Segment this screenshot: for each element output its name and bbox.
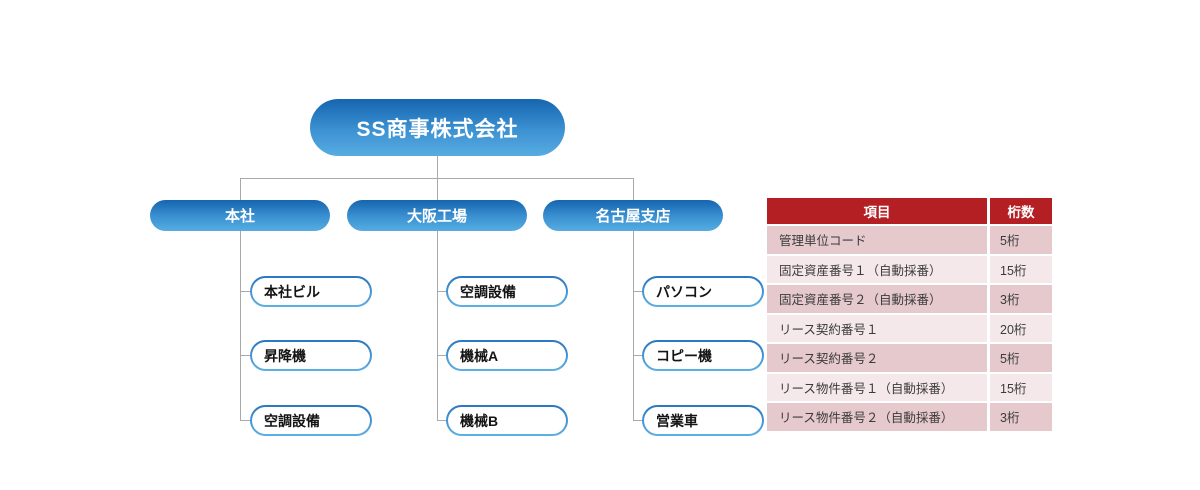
leaf-node: 機械B [446,405,568,436]
cell-item: 固定資産番号２（自動採番） [767,285,987,313]
header-cell-item: 項目 [767,198,987,224]
org-group-osaka: 大阪工場 [347,200,527,231]
stub-nagoya-3 [633,420,642,421]
leaf-node: 空調設備 [250,405,372,436]
spine-honsha [240,231,241,421]
table-row: リース物件番号２（自動採番） 3桁 [767,403,1052,431]
cell-digits: 20桁 [990,314,1052,342]
leaf-node: 本社ビル [250,276,372,307]
org-group-nagoya: 名古屋支店 [543,200,723,231]
org-group-honsha: 本社 [150,200,330,231]
org-root-node: SS商事株式会社 [310,99,565,156]
table-row: リース契約番号１ 20桁 [767,314,1052,342]
table-row: 固定資産番号１（自動採番） 15桁 [767,255,1052,283]
stub-honsha-3 [240,420,250,421]
table-row: 管理単位コード 5桁 [767,226,1052,254]
table-row: リース契約番号２ 5桁 [767,344,1052,372]
cell-digits: 15桁 [990,255,1052,283]
leaf-label: 空調設備 [448,278,566,305]
stub-osaka-1 [437,291,446,292]
cell-item: 固定資産番号１（自動採番） [767,255,987,283]
org-group-label: 本社 [224,208,255,225]
spine-osaka [437,231,438,421]
cell-item: リース物件番号２（自動採番） [767,403,987,431]
leaf-node: 機械A [446,340,568,371]
leaf-label: 空調設備 [252,407,370,434]
connector-drop-nagoya [633,178,634,200]
leaf-node: 昇降機 [250,340,372,371]
leaf-node: 空調設備 [446,276,568,307]
cell-digits: 3桁 [990,285,1052,313]
spine-nagoya [633,231,634,421]
cell-item: リース物件番号１（自動採番） [767,373,987,401]
leaf-label: 本社ビル [252,278,370,305]
stub-nagoya-1 [633,291,642,292]
leaf-node: 営業車 [642,405,764,436]
connector-drop-honsha [240,178,241,200]
connector-root-stem [437,156,438,178]
connector-drop-osaka [437,178,438,200]
stub-osaka-3 [437,420,446,421]
leaf-node: コピー機 [642,340,764,371]
header-cell-digits: 桁数 [990,198,1052,224]
stub-osaka-2 [437,355,446,356]
org-group-label: 名古屋支店 [595,208,671,225]
leaf-label: コピー機 [644,342,762,369]
cell-item: リース契約番号１ [767,314,987,342]
table-row: リース物件番号１（自動採番） 15桁 [767,373,1052,401]
leaf-label: 昇降機 [252,342,370,369]
leaf-label: 営業車 [644,407,762,434]
org-root-label: SS商事株式会社 [356,117,519,141]
stub-nagoya-2 [633,355,642,356]
spec-table-header: 項目 桁数 [767,198,1052,224]
stub-honsha-1 [240,291,250,292]
leaf-label: 機械A [448,342,566,369]
leaf-node: パソコン [642,276,764,307]
org-group-label: 大阪工場 [406,208,467,225]
leaf-label: 機械B [448,407,566,434]
cell-digits: 3桁 [990,403,1052,431]
cell-digits: 15桁 [990,373,1052,401]
leaf-label: パソコン [644,278,762,305]
cell-item: リース契約番号２ [767,344,987,372]
spec-table: 項目 桁数 管理単位コード 5桁 固定資産番号１（自動採番） 15桁 固定資産番… [767,198,1052,431]
table-row: 固定資産番号２（自動採番） 3桁 [767,285,1052,313]
stub-honsha-2 [240,355,250,356]
cell-digits: 5桁 [990,226,1052,254]
cell-digits: 5桁 [990,344,1052,372]
cell-item: 管理単位コード [767,226,987,254]
